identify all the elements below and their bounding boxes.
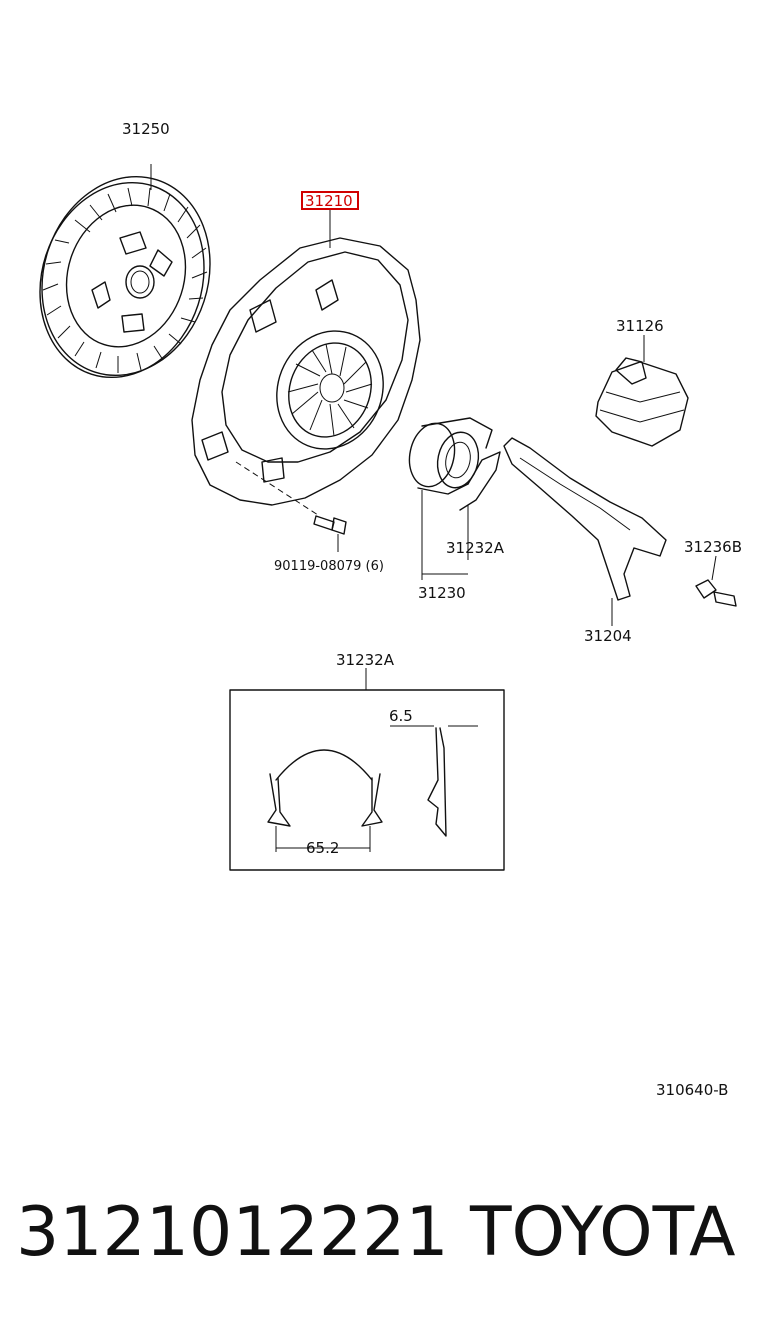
illustration-code: 310640-B	[656, 1081, 728, 1099]
clip-detail-box	[229, 668, 505, 871]
fork-support-drawing	[695, 555, 737, 607]
bolt-drawing	[313, 515, 347, 552]
callout-31210: 31210	[305, 192, 353, 210]
dim-span-label: 65.2	[306, 839, 339, 857]
brand-name: TOYOTA	[469, 1193, 735, 1272]
boot-drawing	[595, 335, 689, 447]
callout-bolt: 90119-08079 (6)	[274, 559, 384, 574]
callout-highlight-box	[301, 191, 359, 210]
callout-31250: 31250	[122, 120, 170, 138]
clutch-cover-drawing	[191, 210, 421, 516]
callout-31232A: 31232A	[446, 539, 505, 557]
release-fork-drawing	[503, 437, 667, 626]
callout-31204: 31204	[584, 627, 632, 645]
callout-31126: 31126	[616, 317, 664, 335]
release-bearing-drawing	[408, 417, 501, 580]
clip-detail-title: 31232A	[336, 651, 395, 669]
dim-width-label: 6.5	[389, 707, 413, 725]
clutch-disc-drawing	[39, 164, 211, 379]
callout-31230: 31230	[418, 584, 466, 602]
part-number: 3121012221	[16, 1193, 449, 1272]
callout-31236B: 31236B	[684, 538, 742, 556]
